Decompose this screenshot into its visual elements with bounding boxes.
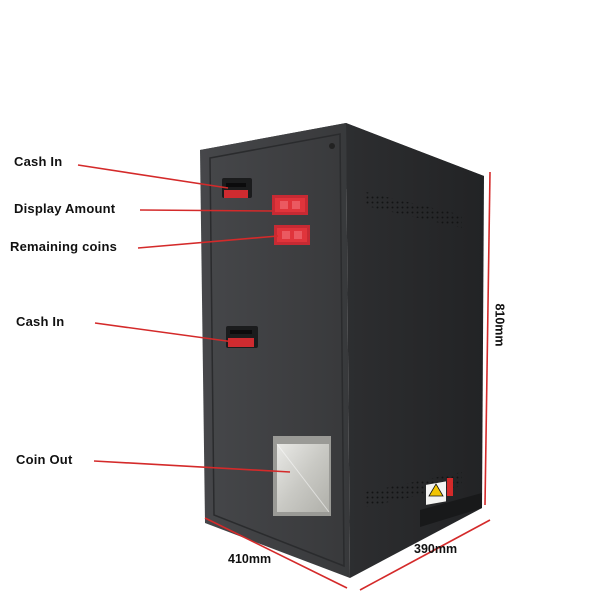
dimension-lines (204, 171, 491, 591)
remaining-coins-panel (274, 225, 310, 245)
cabinet-side (346, 123, 484, 578)
callout-line-coin-out (93, 460, 291, 473)
lock-icon (329, 143, 335, 149)
dimension-line-width (204, 517, 348, 589)
callout-line-remaining-coins (137, 235, 279, 249)
callout-cash-in-top: Cash In (14, 154, 63, 169)
callout-line-cash-in-middle (94, 322, 235, 343)
callout-display-amount: Display Amount (14, 201, 116, 216)
callout-remaining-coins: Remaining coins (10, 239, 118, 254)
coin-out-tray (273, 436, 331, 516)
display-amount-panel (272, 195, 308, 215)
cabinet-base (420, 493, 482, 527)
bill-acceptor-middle (226, 326, 258, 348)
cabinet-door (209, 133, 345, 568)
callout-cash-in-middle: Cash In (16, 314, 65, 329)
callout-coin-out: Coin Out (16, 452, 73, 467)
callout-line-display-amount (139, 209, 273, 212)
dimension-height: 810mm (492, 303, 507, 347)
side-vent-bottom (366, 472, 462, 507)
dimension-width: 410mm (228, 552, 272, 566)
callout-line-cash-in-top (77, 164, 229, 189)
dimension-depth: 390mm (414, 542, 458, 556)
warning-triangle-icon (426, 478, 453, 505)
side-vent-top (366, 192, 462, 228)
dimension-line-depth (359, 519, 491, 591)
bill-acceptor-top (222, 178, 252, 198)
callout-lines (77, 164, 291, 473)
dimension-line-height (484, 171, 491, 506)
